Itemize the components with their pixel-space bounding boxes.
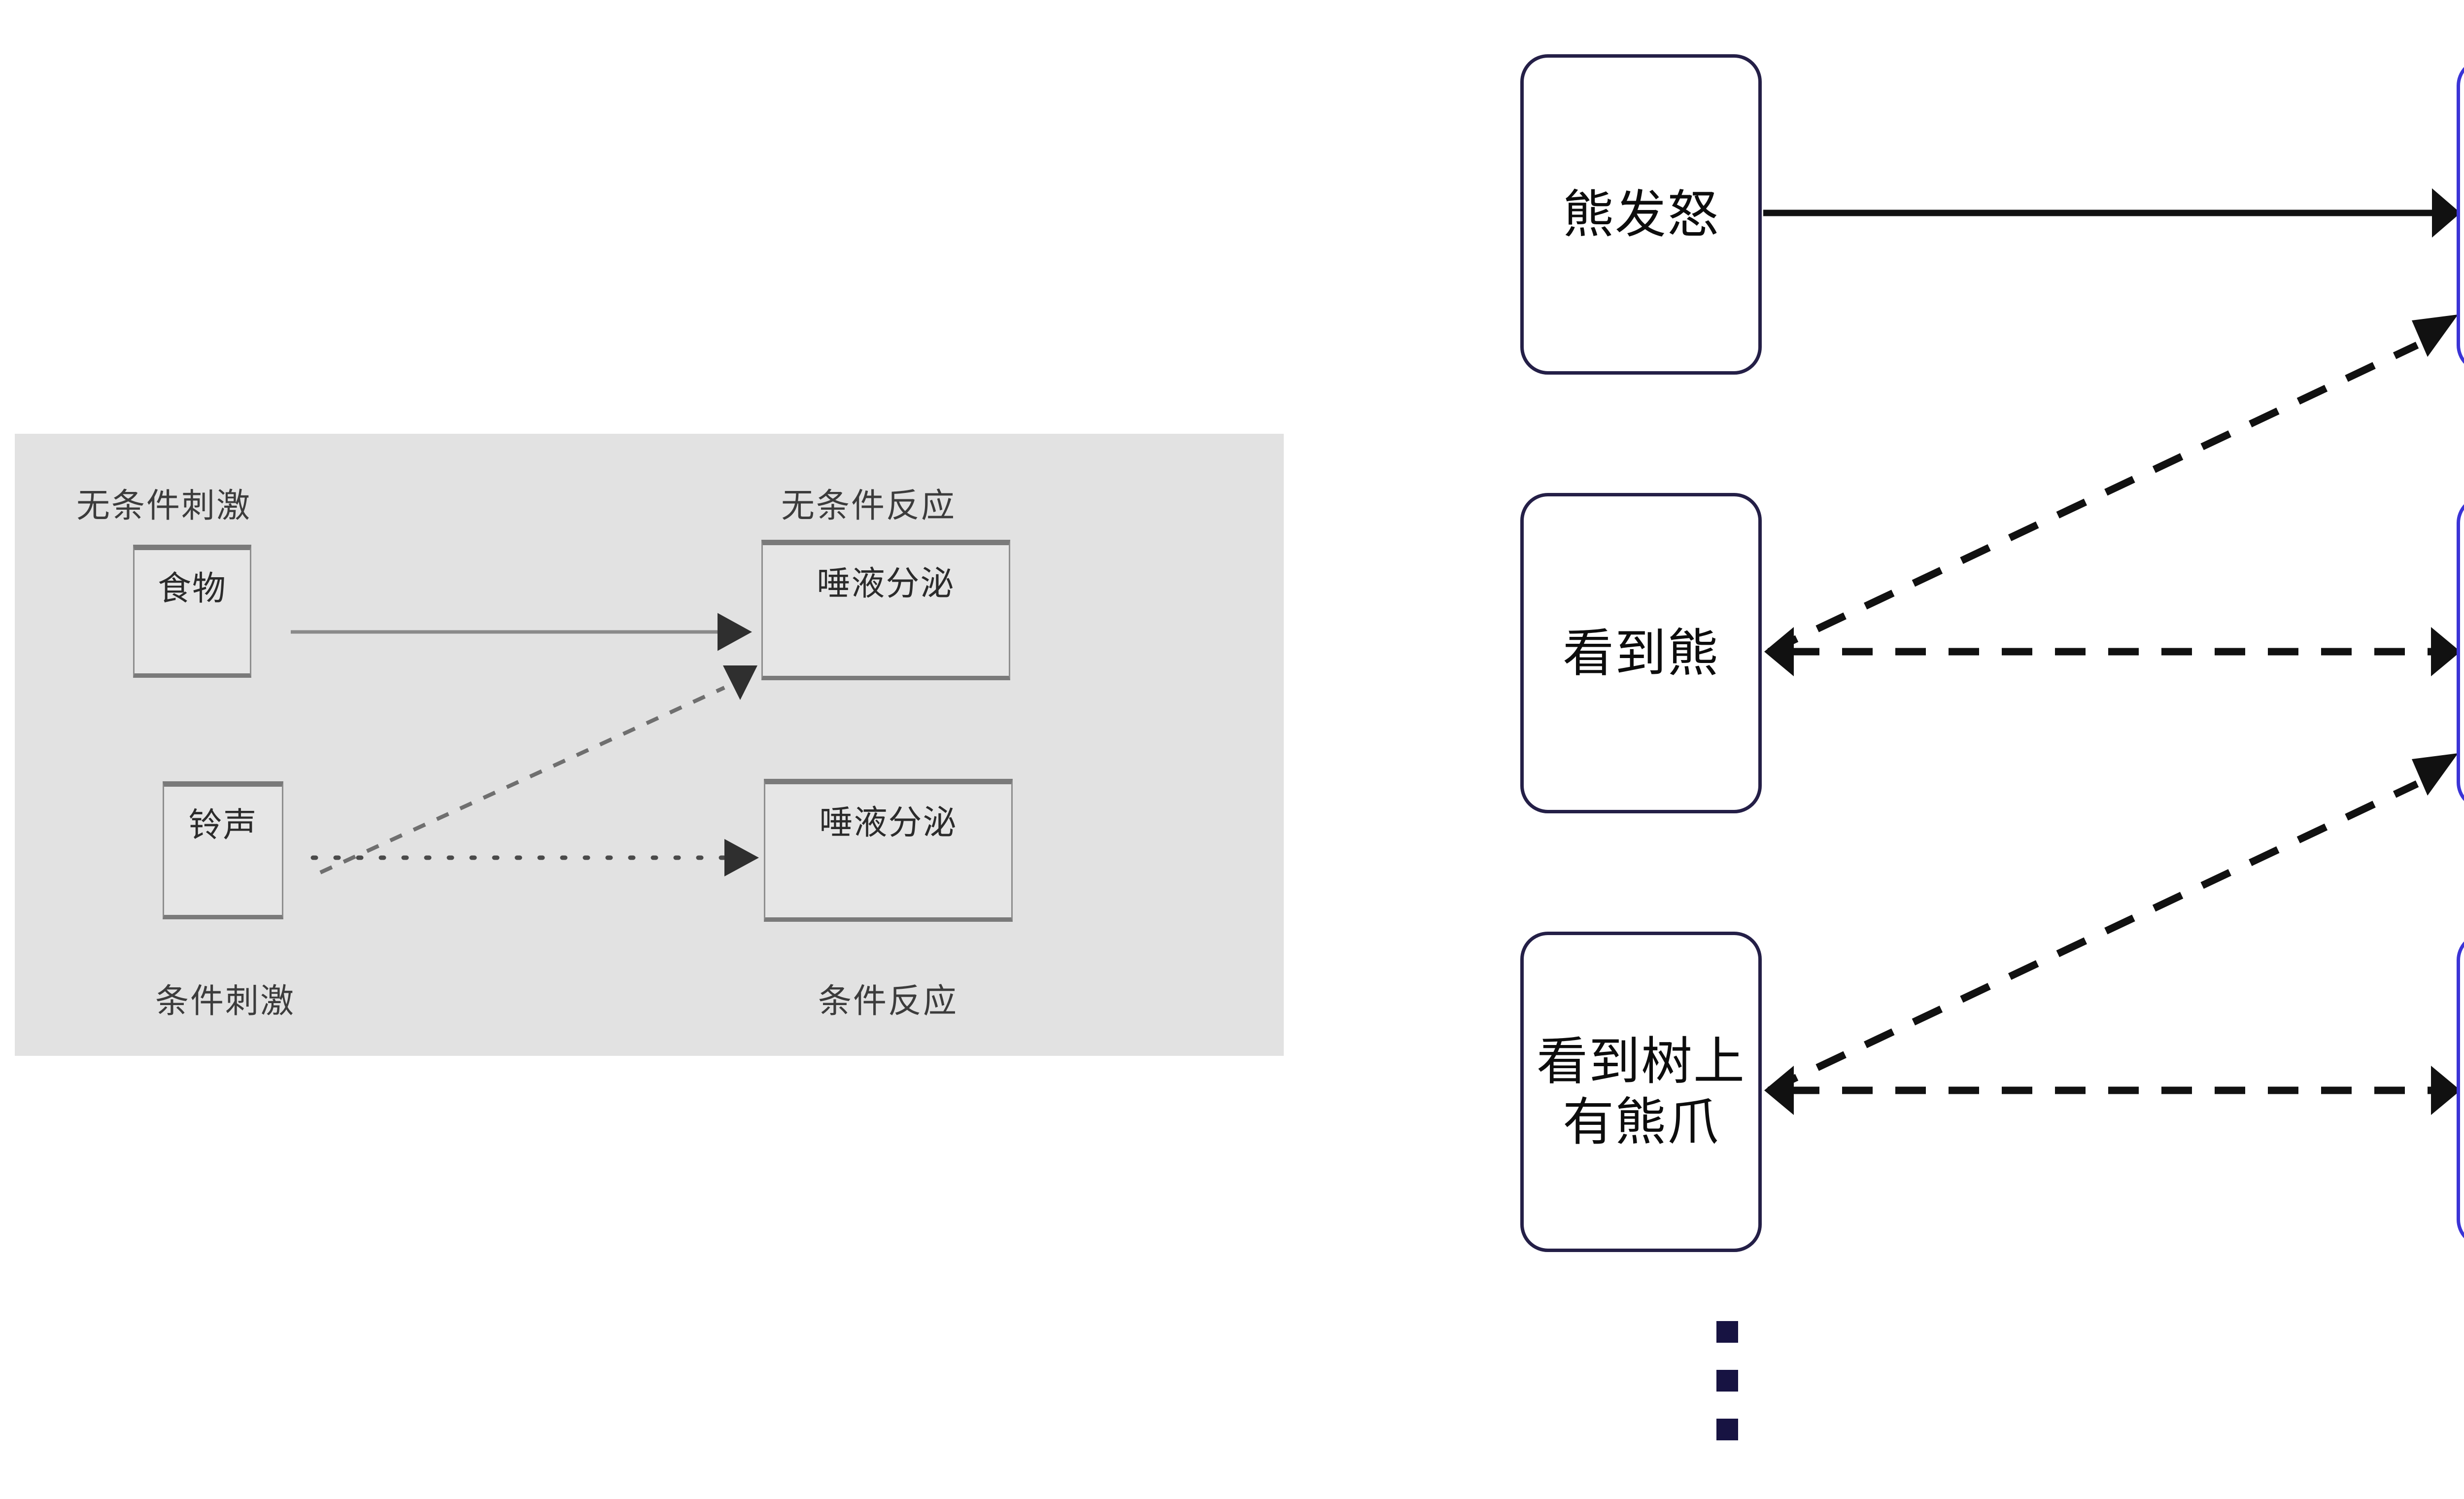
node-value-state[interactable]: V(s) [2457,933,2464,1247]
cc-box-bell-label: 铃声 [188,806,258,845]
classical-conditioning-panel: 无条件刺激 无条件反应 条件刺激 条件反应 食物 铃声 唾液分泌 唾液分泌 [15,434,1284,1056]
cc-box-salivation-conditioned-label: 唾液分泌 [819,803,958,842]
link-see-bear-to-v-sprime-arrowhead-left [1764,627,1794,676]
link-see-paw-to-v-s-arrowhead-left [1764,1066,1794,1115]
cc-box-salivation-unconditioned-label: 唾液分泌 [817,564,955,603]
link-see-bear-to-reward [1767,342,2419,655]
link-see-bear-to-v-sprime-arrowhead-right [2431,627,2461,676]
link-see-bear-to-reward-arrowhead [2412,314,2458,357]
node-see-paw-line-1: 看到树上 [1536,1031,1745,1092]
node-see-paw-line-2: 有熊爪 [1562,1092,1719,1152]
ellipsis-left-column [1716,1321,1738,1440]
label-conditioned-response: 条件反应 [818,982,958,1021]
node-bear-angry-label: 熊发怒 [1562,184,1719,244]
ellipsis-dot [1716,1321,1738,1343]
link-bell-to-saliva-upper-arrowhead [723,665,757,700]
link-see-paw-to-v-sprime [1767,780,2419,1094]
cc-box-bell: 铃声 [163,781,283,919]
link-bell-to-saliva-upper [319,686,725,874]
node-bear-angry[interactable]: 熊发怒 [1520,54,1762,375]
cc-box-salivation-conditioned: 唾液分泌 [764,779,1013,922]
node-see-bear-label: 看到熊 [1562,623,1719,683]
node-see-bear[interactable]: 看到熊 [1520,493,1762,813]
node-see-paw-label: 看到树上 有熊爪 [1537,1031,1745,1152]
ellipsis-dot [1716,1370,1738,1392]
td-learning-panel: 熊发怒 看到熊 看到树上 有熊爪 奖励 V(s′) V(s) [1454,0,2464,1499]
ellipsis-dot [1716,1419,1738,1440]
link-bell-to-saliva-lower-arrowhead [724,839,759,876]
cc-box-salivation-unconditioned: 唾液分泌 [761,540,1010,680]
node-value-next-state[interactable]: V(s′) [2457,495,2464,810]
classical-conditioning-connectors [291,613,759,876]
cc-box-food: 食物 [133,545,251,678]
label-conditioned-stimulus: 条件刺激 [155,982,296,1021]
node-see-paw[interactable]: 看到树上 有熊爪 [1520,932,1762,1252]
cc-box-food-label: 食物 [157,569,227,608]
link-see-paw-to-v-sprime-arrowhead [2412,753,2458,796]
label-unconditioned-stimulus: 无条件刺激 [76,487,252,525]
node-reward[interactable]: 奖励 [2457,58,2464,373]
link-see-paw-to-v-s-arrowhead-right [2431,1066,2461,1115]
label-unconditioned-response: 无条件反应 [781,487,957,525]
